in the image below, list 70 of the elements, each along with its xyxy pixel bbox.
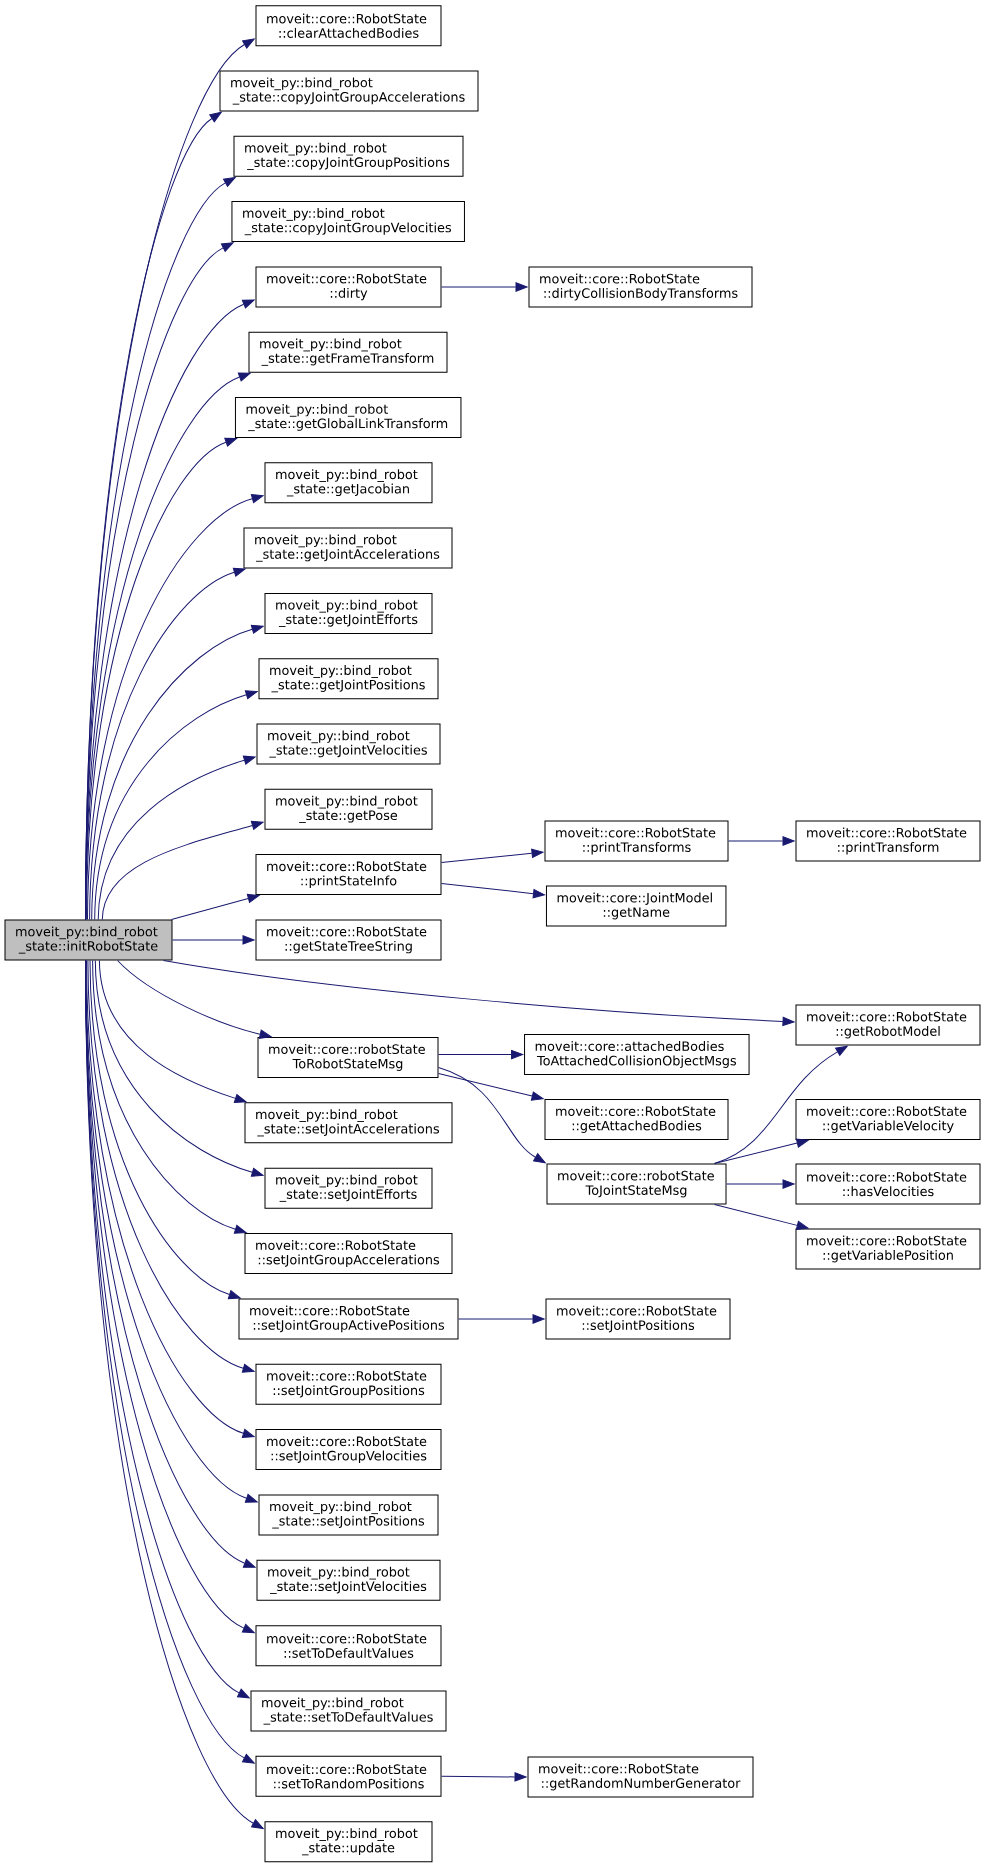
function-box: moveit::core::RobotState ::setJointPositions [545, 1298, 731, 1340]
function-box: moveit_py::bind_robot _state::update [264, 1821, 433, 1863]
call-arrow [438, 1067, 546, 1164]
function-box: moveit_py::bind_robot _state::setJointAccelerations [244, 1102, 453, 1144]
call-arrow [98, 960, 247, 1103]
call-arrow [714, 1138, 809, 1164]
function-box: moveit_py::bind_robot _state::getFrameTransform [248, 331, 448, 373]
function-box: moveit::core::RobotState ::dirty [255, 266, 442, 308]
function-box: moveit_py::bind_robot _state::setJointPositions [258, 1494, 439, 1536]
function-box: moveit::core::RobotState ::getAttachedBodies [544, 1099, 729, 1140]
call-arrow [94, 690, 258, 920]
call-arrow [94, 960, 264, 1177]
call-arrow [91, 624, 264, 920]
function-box: moveit::core::RobotState ::setJointGroupActivePositions [238, 1298, 459, 1340]
function-box: moveit_py::bind_robot _state::setJointVelocities [256, 1559, 441, 1601]
function-box: moveit::core::RobotState ::getVariablePosition [795, 1228, 981, 1270]
function-box: moveit_py::bind_robot _state::getJointEfforts [264, 592, 433, 634]
function-box: moveit::core::attachedBodies ToAttachedCollisionObjectMsgs [524, 1034, 750, 1075]
function-box: moveit::core::robotState ToJointStateMsg [546, 1163, 727, 1205]
call-arrow [441, 1772, 527, 1782]
call-arrow [85, 437, 238, 920]
call-arrow [458, 1314, 545, 1324]
current-function-box: moveit_py::bind_robot _state::initRobotState [4, 919, 173, 961]
function-box: moveit::core::RobotState ::clearAttachedBodies [255, 5, 442, 47]
call-arrow [441, 848, 544, 864]
function-box: moveit::core::RobotState ::hasVelocities [795, 1163, 981, 1205]
call-arrow [726, 1179, 795, 1189]
call-arrow [101, 820, 264, 920]
function-box: moveit_py::bind_robot _state::copyJointGroupPositions [233, 135, 464, 177]
function-box: moveit::core::RobotState ::printStateInfo [255, 854, 442, 896]
function-box: moveit::core::RobotState ::setToDefaultValues [255, 1625, 442, 1667]
function-box: moveit::core::RobotState ::getRobotModel [795, 1004, 981, 1046]
function-box: moveit::core::RobotState ::setJointGroupAccelerations [244, 1233, 453, 1274]
call-arrow [171, 893, 260, 920]
function-box: moveit_py::bind_robot _state::getJointPositions [258, 658, 439, 700]
call-arrow [172, 935, 255, 945]
call-arrow [117, 960, 272, 1039]
function-box: moveit::core::RobotState ::setJointGroupVelocities [255, 1429, 442, 1471]
call-arrow [714, 1204, 809, 1230]
function-box: moveit::core::RobotState ::setJointGroupPositions [255, 1363, 442, 1405]
function-box: moveit::core::RobotState ::printTransform [795, 820, 981, 862]
call-arrow [97, 755, 256, 920]
call-arrow [441, 883, 545, 899]
function-box: moveit::core::RobotState ::getVariableVelocity [795, 1099, 981, 1140]
function-box: moveit_py::bind_robot _state::copyJointGroupVelocities [231, 201, 465, 243]
function-box: moveit::core::robotState ToRobotStateMsg [257, 1037, 439, 1078]
function-box: moveit::core::RobotState ::printTransforms [544, 820, 729, 862]
function-box: moveit_py::bind_robot _state::setJointEfforts [264, 1167, 433, 1209]
function-box: moveit_py::bind_robot _state::getJacobian [264, 462, 433, 504]
call-arrow [89, 960, 241, 1300]
function-box: moveit_py::bind_robot _state::copyJointGroupAccelerations [219, 70, 479, 112]
call-arrow [441, 282, 528, 292]
function-box: moveit_py::bind_robot _state::setToDefaultValues [250, 1690, 447, 1732]
function-box: moveit::core::RobotState ::dirtyCollisionBodyTransforms [528, 266, 753, 308]
function-box: moveit::core::RobotState ::getStateTreeString [255, 919, 442, 961]
function-box: moveit_py::bind_robot _state::getGlobalLinkTransform [234, 397, 462, 438]
call-arrow [89, 567, 246, 920]
call-arrow [714, 1045, 848, 1164]
function-box: moveit_py::bind_robot _state::getJointVelocities [256, 723, 441, 765]
function-box: moveit::core::RobotState ::setToRandomPositions [255, 1755, 442, 1797]
call-arrow [438, 1049, 524, 1060]
call-arrow [438, 1073, 544, 1101]
call-arrow [728, 836, 795, 846]
call-arrow [87, 494, 264, 920]
function-box: moveit_py::bind_robot _state::getPose [264, 788, 433, 830]
function-box: moveit_py::bind_robot _state::getJointAccelerations [243, 527, 453, 569]
call-arrow [163, 960, 795, 1027]
function-box: moveit::core::RobotState ::getRandomNumberGenerator [527, 1756, 754, 1798]
call-arrow [92, 960, 247, 1234]
function-box: moveit::core::JointModel ::getName [545, 885, 727, 927]
